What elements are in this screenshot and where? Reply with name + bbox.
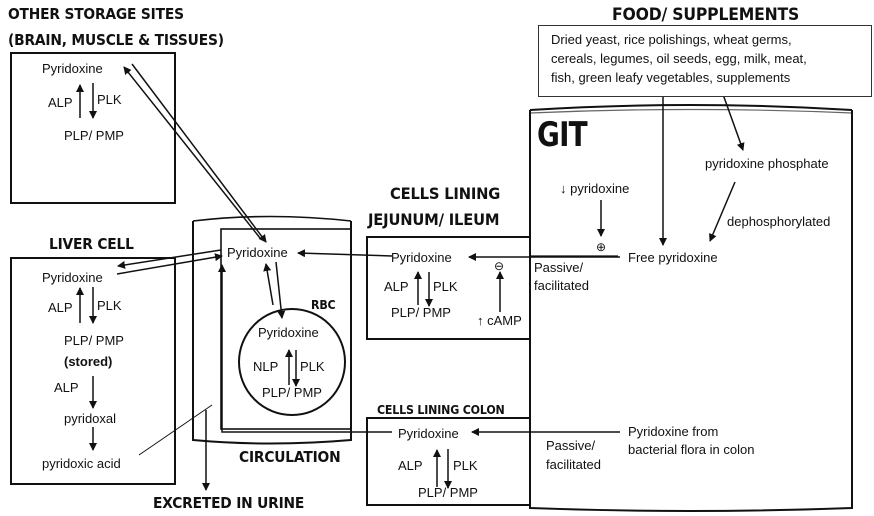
pyridoxine-phosphate-label: pyridoxine phosphate <box>705 156 829 171</box>
storage-pyridoxine: Pyridoxine <box>42 61 103 76</box>
low-pyridoxine-label: ↓ pyridoxine <box>560 181 630 196</box>
rbc-plp-pmp: PLP/ PMP <box>262 385 322 400</box>
jejunum-pyridoxine: Pyridoxine <box>391 250 452 265</box>
storage-plp-pmp: PLP/ PMP <box>64 128 124 143</box>
arrow-rbc-to-plasma <box>263 263 274 306</box>
rbc-pyridoxine: Pyridoxine <box>258 325 319 340</box>
circulation-pyridoxine: Pyridoxine <box>227 245 288 260</box>
bacterial-pyridoxine-line2: bacterial flora in colon <box>628 442 755 457</box>
arrow-jejunum-to-circulation <box>297 249 393 258</box>
liver-cell-box <box>10 257 176 485</box>
heading-circulation: CIRCULATION <box>239 448 341 466</box>
dephosphorylated-label: dephosphorylated <box>727 214 831 229</box>
heading-rbc: RBC <box>311 298 336 312</box>
arrow-plasma-to-rbc <box>275 261 286 319</box>
food-sources-box <box>538 25 872 97</box>
passive-label-2: Passive/ <box>546 438 596 453</box>
liver-alp2-label: ALP <box>54 380 79 395</box>
arrow-liver-to-circulation <box>116 253 223 275</box>
free-pyridoxine-label: Free pyridoxine <box>628 250 718 265</box>
liver-pyridoxal: pyridoxal <box>64 411 117 426</box>
liver-alp-label: ALP <box>48 300 73 315</box>
bacterial-pyridoxine-line1: Pyridoxine from <box>628 424 719 439</box>
colon-plp-pmp: PLP/ PMP <box>418 485 478 500</box>
arrow-circulation-to-liver <box>117 249 222 269</box>
other-storage-box <box>10 52 176 204</box>
passive-label-1: Passive/ <box>534 260 584 275</box>
colon-pyridoxine: Pyridoxine <box>398 426 459 441</box>
heading-jejunum-line1: CELLS LINING <box>390 184 501 203</box>
inhibit-symbol: ⊖ <box>494 259 505 273</box>
facilitated-label-2: facilitated <box>546 457 601 472</box>
food-sources-text: Dried yeast, rice polishings, wheat germ… <box>551 32 807 85</box>
liver-plk-label: PLK <box>97 298 122 313</box>
liver-stored-label: (stored) <box>64 354 113 369</box>
heading-jejunum-line2: JEJUNUM/ ILEUM <box>368 210 500 229</box>
liver-plp-pmp: PLP/ PMP <box>64 333 124 348</box>
liver-pyridoxic-acid: pyridoxic acid <box>42 456 121 471</box>
connector-acid-to-circulation <box>138 404 213 456</box>
colon-plk-label: PLK <box>453 458 478 473</box>
heading-colon: CELLS LINING COLON <box>377 403 505 417</box>
jejunum-plp-pmp: PLP/ PMP <box>391 305 451 320</box>
colon-alp-label: ALP <box>398 458 423 473</box>
heading-git: GIT <box>537 115 588 155</box>
jejunum-plk-label: PLK <box>433 279 458 294</box>
storage-plk-label: PLK <box>97 92 122 107</box>
camp-label: ↑ cAMP <box>477 313 522 328</box>
heading-other-storage-line2: (BRAIN, MUSCLE & TISSUES) <box>8 31 224 49</box>
arrow-circulation-to-storage <box>123 66 261 239</box>
arrow-colon-to-circulation <box>218 264 392 433</box>
storage-alp-label: ALP <box>48 95 73 110</box>
arrow-dephosphorylation <box>709 181 736 242</box>
jejunum-alp-label: ALP <box>384 279 409 294</box>
stimulate-symbol: ⊕ <box>596 240 607 254</box>
heading-other-storage-line1: OTHER STORAGE SITES <box>8 5 184 23</box>
heading-liver-cell: LIVER CELL <box>49 235 134 253</box>
heading-excreted-in-urine: EXCRETED IN URINE <box>153 494 305 512</box>
rbc-plk-label: PLK <box>300 359 325 374</box>
git-cylinder <box>529 104 853 512</box>
circulation-cylinder <box>192 215 352 445</box>
facilitated-label-1: facilitated <box>534 278 589 293</box>
rbc-nlp-label: NLP <box>253 359 279 374</box>
arrow-storage-to-circulation <box>131 63 267 243</box>
liver-pyridoxine: Pyridoxine <box>42 270 103 285</box>
heading-food-supplements: FOOD/ SUPPLEMENTS <box>612 5 800 25</box>
rbc-circle <box>238 308 346 416</box>
